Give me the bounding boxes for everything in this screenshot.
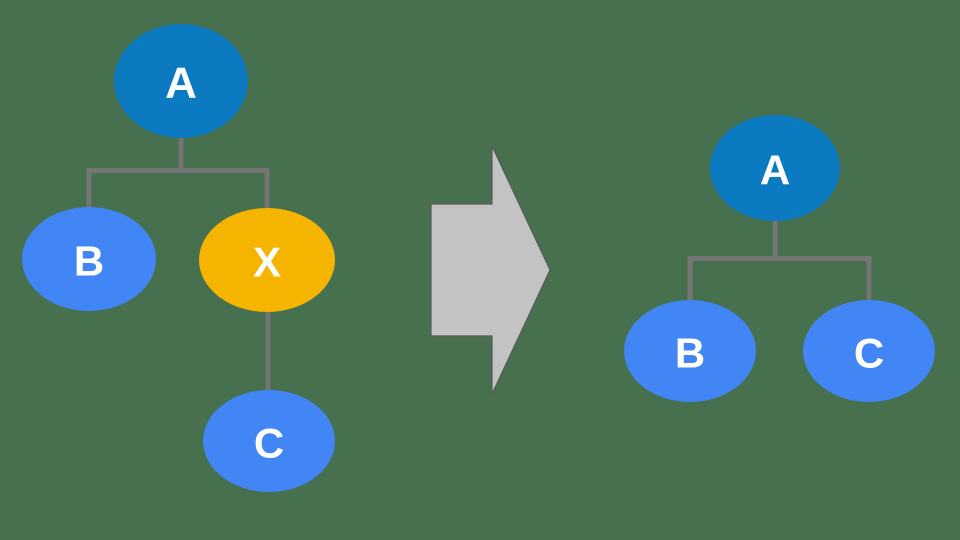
node-b-after-label: B (675, 330, 705, 377)
node-x-before-label: X (253, 239, 281, 286)
connector-group-before (86, 136, 271, 394)
node-x-before-shape (199, 208, 335, 312)
node-c-before[interactable]: C (203, 390, 335, 492)
tree-after: A B C (624, 115, 935, 402)
node-a-before-shape (114, 24, 248, 138)
node-x-before[interactable]: X (199, 208, 335, 312)
node-a-after-label: A (760, 147, 790, 194)
node-b-before-label: B (74, 238, 104, 285)
node-c-after[interactable]: C (803, 300, 935, 402)
connector-group-after (687, 219, 872, 304)
node-b-before-shape (22, 207, 156, 311)
node-c-after-label: C (854, 330, 884, 377)
node-a-before-label: A (165, 59, 197, 108)
transformation-arrow (430, 145, 551, 395)
node-b-before[interactable]: B (22, 207, 156, 311)
node-a-after[interactable]: A (710, 115, 840, 221)
node-c-before-shape (203, 390, 335, 492)
node-b-after-shape (624, 300, 756, 402)
node-a-before[interactable]: A (114, 24, 248, 138)
node-c-before-label: C (254, 420, 284, 467)
arrow-right-icon (430, 145, 551, 395)
tree-before: A B X C (22, 24, 335, 492)
node-c-after-shape (803, 300, 935, 402)
node-b-after[interactable]: B (624, 300, 756, 402)
node-a-after-shape (710, 115, 840, 221)
